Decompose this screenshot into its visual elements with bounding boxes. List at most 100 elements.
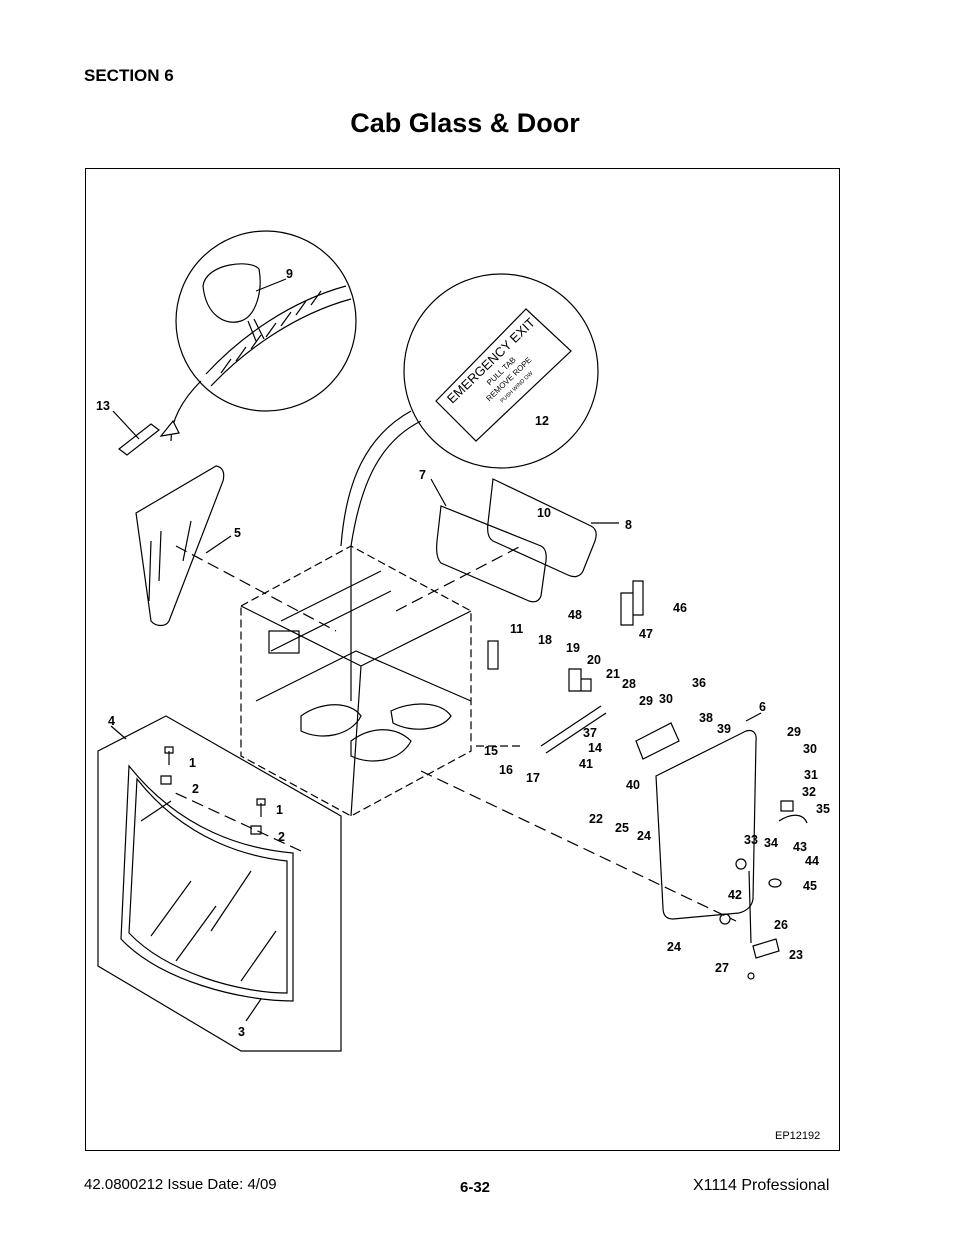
callout-30a: 30 <box>659 692 673 706</box>
part-27-pin <box>747 972 755 980</box>
align-line-6 <box>420 770 737 922</box>
align-line-7 <box>395 545 522 612</box>
callout-2a: 2 <box>192 782 199 796</box>
leader-4 <box>110 725 127 740</box>
leader-7 <box>430 478 447 507</box>
align-line-3 <box>170 790 302 852</box>
callout-39: 39 <box>717 722 731 736</box>
cab-switch-box <box>268 630 300 654</box>
callout-47: 47 <box>639 627 653 641</box>
callout-25: 25 <box>615 821 629 835</box>
nuts-2 <box>160 775 262 835</box>
callout-9: 9 <box>286 267 293 281</box>
callout-43: 43 <box>793 840 807 854</box>
callout-45: 45 <box>803 879 817 893</box>
callout-33: 33 <box>744 833 758 847</box>
callout-30b: 30 <box>803 742 817 756</box>
callout-8: 8 <box>625 518 632 532</box>
part-26-pin <box>748 870 752 944</box>
detail-circle-tab <box>175 230 357 412</box>
callout-41: 41 <box>579 757 593 771</box>
callout-24b: 24 <box>667 940 681 954</box>
callout-38: 38 <box>699 711 713 725</box>
callout-27: 27 <box>715 961 729 975</box>
part-35-handle <box>778 800 808 824</box>
callout-3: 3 <box>238 1025 245 1039</box>
part-4-windshield-assembly <box>97 715 342 1052</box>
cab-frame-members <box>240 546 472 817</box>
leader-3 <box>245 998 262 1022</box>
part-46-47-hinge <box>620 580 644 626</box>
leader-6 <box>745 712 762 722</box>
callout-24a: 24 <box>637 829 651 843</box>
figure-id: EP12192 <box>775 1130 820 1142</box>
part-17-rod <box>540 705 607 754</box>
part-11-clip <box>487 640 499 670</box>
part-24-bushing <box>719 913 731 925</box>
callout-37: 37 <box>583 726 597 740</box>
callout-31: 31 <box>804 768 818 782</box>
callout-12: 12 <box>535 414 549 428</box>
decal-leader <box>340 410 422 547</box>
callout-18: 18 <box>538 633 552 647</box>
callout-4: 4 <box>108 714 115 728</box>
callout-21: 21 <box>606 667 620 681</box>
callout-44: 44 <box>805 854 819 868</box>
section-heading: SECTION 6 <box>84 66 174 85</box>
callout-35: 35 <box>816 802 830 816</box>
callout-2b: 2 <box>278 830 285 844</box>
part-42-nut <box>735 858 747 870</box>
callout-23: 23 <box>789 948 803 962</box>
part-7-rear-glass <box>436 505 547 603</box>
cab-floor-panels <box>300 703 452 762</box>
part-13-latch <box>118 423 160 456</box>
callout-29a: 29 <box>639 694 653 708</box>
callout-11: 11 <box>510 622 523 636</box>
leader-13 <box>112 410 140 440</box>
callout-1b: 1 <box>276 803 283 817</box>
part-39-plate <box>635 722 680 760</box>
callout-22: 22 <box>589 812 603 826</box>
part-19-latch <box>568 668 592 692</box>
callout-19: 19 <box>566 641 580 655</box>
glass-glare-3 <box>140 800 277 982</box>
cab-frame-outline <box>240 545 472 817</box>
callout-36: 36 <box>692 676 706 690</box>
leader-5 <box>205 535 232 554</box>
callout-15: 15 <box>484 744 498 758</box>
bolts-1 <box>164 746 266 817</box>
leader-9 <box>255 278 287 292</box>
callout-26: 26 <box>774 918 788 932</box>
callout-6: 6 <box>759 700 766 714</box>
window-seal <box>205 285 352 387</box>
product-name: X1114 Professional <box>693 1177 830 1194</box>
tab-stem <box>247 318 265 342</box>
part-5-side-glass <box>135 465 225 627</box>
callout-28: 28 <box>622 677 636 691</box>
callout-34: 34 <box>764 836 778 850</box>
arrow-13-head <box>159 419 180 437</box>
callout-1a: 1 <box>189 756 196 770</box>
callout-7: 7 <box>419 468 426 482</box>
part-6-door-glass <box>655 729 757 920</box>
callout-46: 46 <box>673 601 687 615</box>
callout-5: 5 <box>234 526 241 540</box>
callout-10: 10 <box>537 506 551 520</box>
page-title: Cab Glass & Door <box>350 108 580 138</box>
decal-text: EMERGENCY EXIT PULL TAB REMOVE ROPE PUSH… <box>444 315 538 406</box>
exploded-parts-diagram: EMERGENCY EXIT PULL TAB REMOVE ROPE PUSH… <box>96 230 830 1142</box>
arrow-13-path <box>170 380 202 442</box>
detail-circle-decal <box>403 273 599 469</box>
part-45-knob <box>768 878 782 888</box>
parts-diagram-frame: EMERGENCY EXIT PULL TAB REMOVE ROPE PUSH… <box>85 168 840 1151</box>
callout-labels: 1 1 2 2 3 4 5 6 7 8 9 10 11 12 13 14 15 … <box>96 267 830 1039</box>
callout-42: 42 <box>728 888 742 902</box>
seal-hatching <box>220 290 322 374</box>
callout-32: 32 <box>802 785 816 799</box>
callout-29b: 29 <box>787 725 801 739</box>
emergency-exit-decal <box>435 308 572 442</box>
part-8-window-seal <box>487 478 597 578</box>
align-line-5 <box>175 545 337 632</box>
part-23-hinge <box>752 938 780 959</box>
callout-16: 16 <box>499 763 513 777</box>
